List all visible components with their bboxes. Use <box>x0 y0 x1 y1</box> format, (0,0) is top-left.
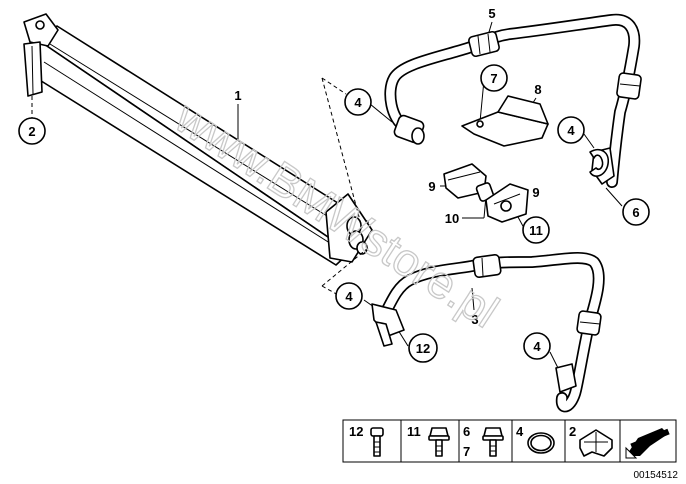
oil-cooler <box>23 13 373 266</box>
diagram-id: 00154512 <box>634 470 679 481</box>
callout-label: 8 <box>534 82 541 97</box>
callout-label: 2 <box>28 124 35 139</box>
callout-label: 1 <box>234 88 241 103</box>
callout-3: 3 <box>471 312 478 327</box>
callout-9b: 9 <box>532 185 539 200</box>
lower-hose <box>371 252 605 413</box>
callout-label: 7 <box>463 444 470 459</box>
callout-4b: 4 <box>557 116 585 144</box>
callout-4c: 4 <box>335 282 363 310</box>
callout-label: 11 <box>407 424 421 439</box>
parts-cell-4: 4 <box>516 424 555 454</box>
parts-cell-12: 12 <box>349 424 384 457</box>
callout-7: 7 <box>480 64 508 92</box>
callout-4a: 4 <box>344 88 372 116</box>
callout-label: 4 <box>345 289 353 304</box>
direction-arrow-icon <box>625 428 670 459</box>
callout-4d: 4 <box>523 332 551 360</box>
callout-label: 6 <box>463 424 470 439</box>
callout-5: 5 <box>488 6 495 21</box>
callout-label: 6 <box>632 205 639 220</box>
callouts: 1 2 4 5 7 8 4 6 9 9 10 11 4 3 12 4 <box>18 6 650 363</box>
parts-cell-11: 11 <box>407 424 450 457</box>
bracket-assembly <box>443 95 549 223</box>
callout-label: 3 <box>471 312 478 327</box>
callout-11: 11 <box>522 216 550 244</box>
callout-label: 12 <box>349 424 363 439</box>
callout-label: 2 <box>569 424 576 439</box>
callout-label: 9 <box>428 179 435 194</box>
callout-label: 4 <box>354 95 362 110</box>
callout-label: 4 <box>533 339 541 354</box>
clamp-6 <box>589 148 610 177</box>
callout-label: 11 <box>529 223 543 238</box>
parts-cell-6-7: 6 7 <box>463 424 504 459</box>
callout-label: 7 <box>490 71 497 86</box>
callout-8: 8 <box>534 82 541 97</box>
callout-label: 9 <box>532 185 539 200</box>
parts-cell-2: 2 <box>569 424 613 457</box>
callout-label: 5 <box>488 6 495 21</box>
callout-2: 2 <box>18 117 46 145</box>
callout-label: 4 <box>567 123 575 138</box>
callout-9a: 9 <box>428 179 435 194</box>
callout-10: 10 <box>445 211 459 226</box>
callout-12: 12 <box>408 333 438 363</box>
callout-label: 4 <box>516 424 524 439</box>
parts-strip: 12 11 6 7 4 <box>342 419 677 463</box>
callout-label: 12 <box>416 341 430 356</box>
callout-6: 6 <box>622 198 650 226</box>
callout-label: 10 <box>445 211 459 226</box>
callout-1: 1 <box>234 88 241 103</box>
